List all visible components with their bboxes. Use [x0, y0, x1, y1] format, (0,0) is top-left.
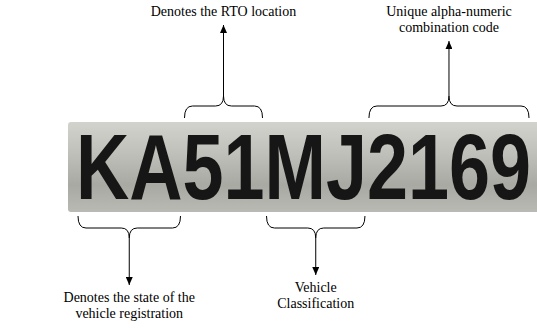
leader-arrow: [315, 238, 316, 275]
annotation-label: Denotes the state of the vehicle registr…: [47, 290, 212, 322]
leader-arrow: [448, 41, 449, 96]
curly-bracket: [78, 216, 181, 238]
annotation-box: Denotes the RTO location: [134, 4, 314, 20]
license-plate: KA51MJ2169: [68, 122, 537, 212]
curly-bracket: [369, 96, 529, 118]
annotation-label: Denotes the RTO location: [134, 4, 314, 20]
annotation-box: Unique alpha-numeric combination code: [369, 4, 529, 36]
annotation-box: Denotes the state of the vehicle registr…: [47, 290, 212, 322]
annotation-box: Vehicle Classification: [268, 280, 363, 312]
leader-arrow: [223, 25, 224, 96]
annotation-label: Vehicle Classification: [268, 280, 363, 312]
curly-bracket: [267, 216, 365, 238]
annotation-label: Unique alpha-numeric combination code: [369, 4, 529, 36]
leader-arrow: [129, 238, 130, 285]
plate-number: KA51MJ2169: [76, 121, 531, 213]
curly-bracket: [184, 96, 262, 118]
